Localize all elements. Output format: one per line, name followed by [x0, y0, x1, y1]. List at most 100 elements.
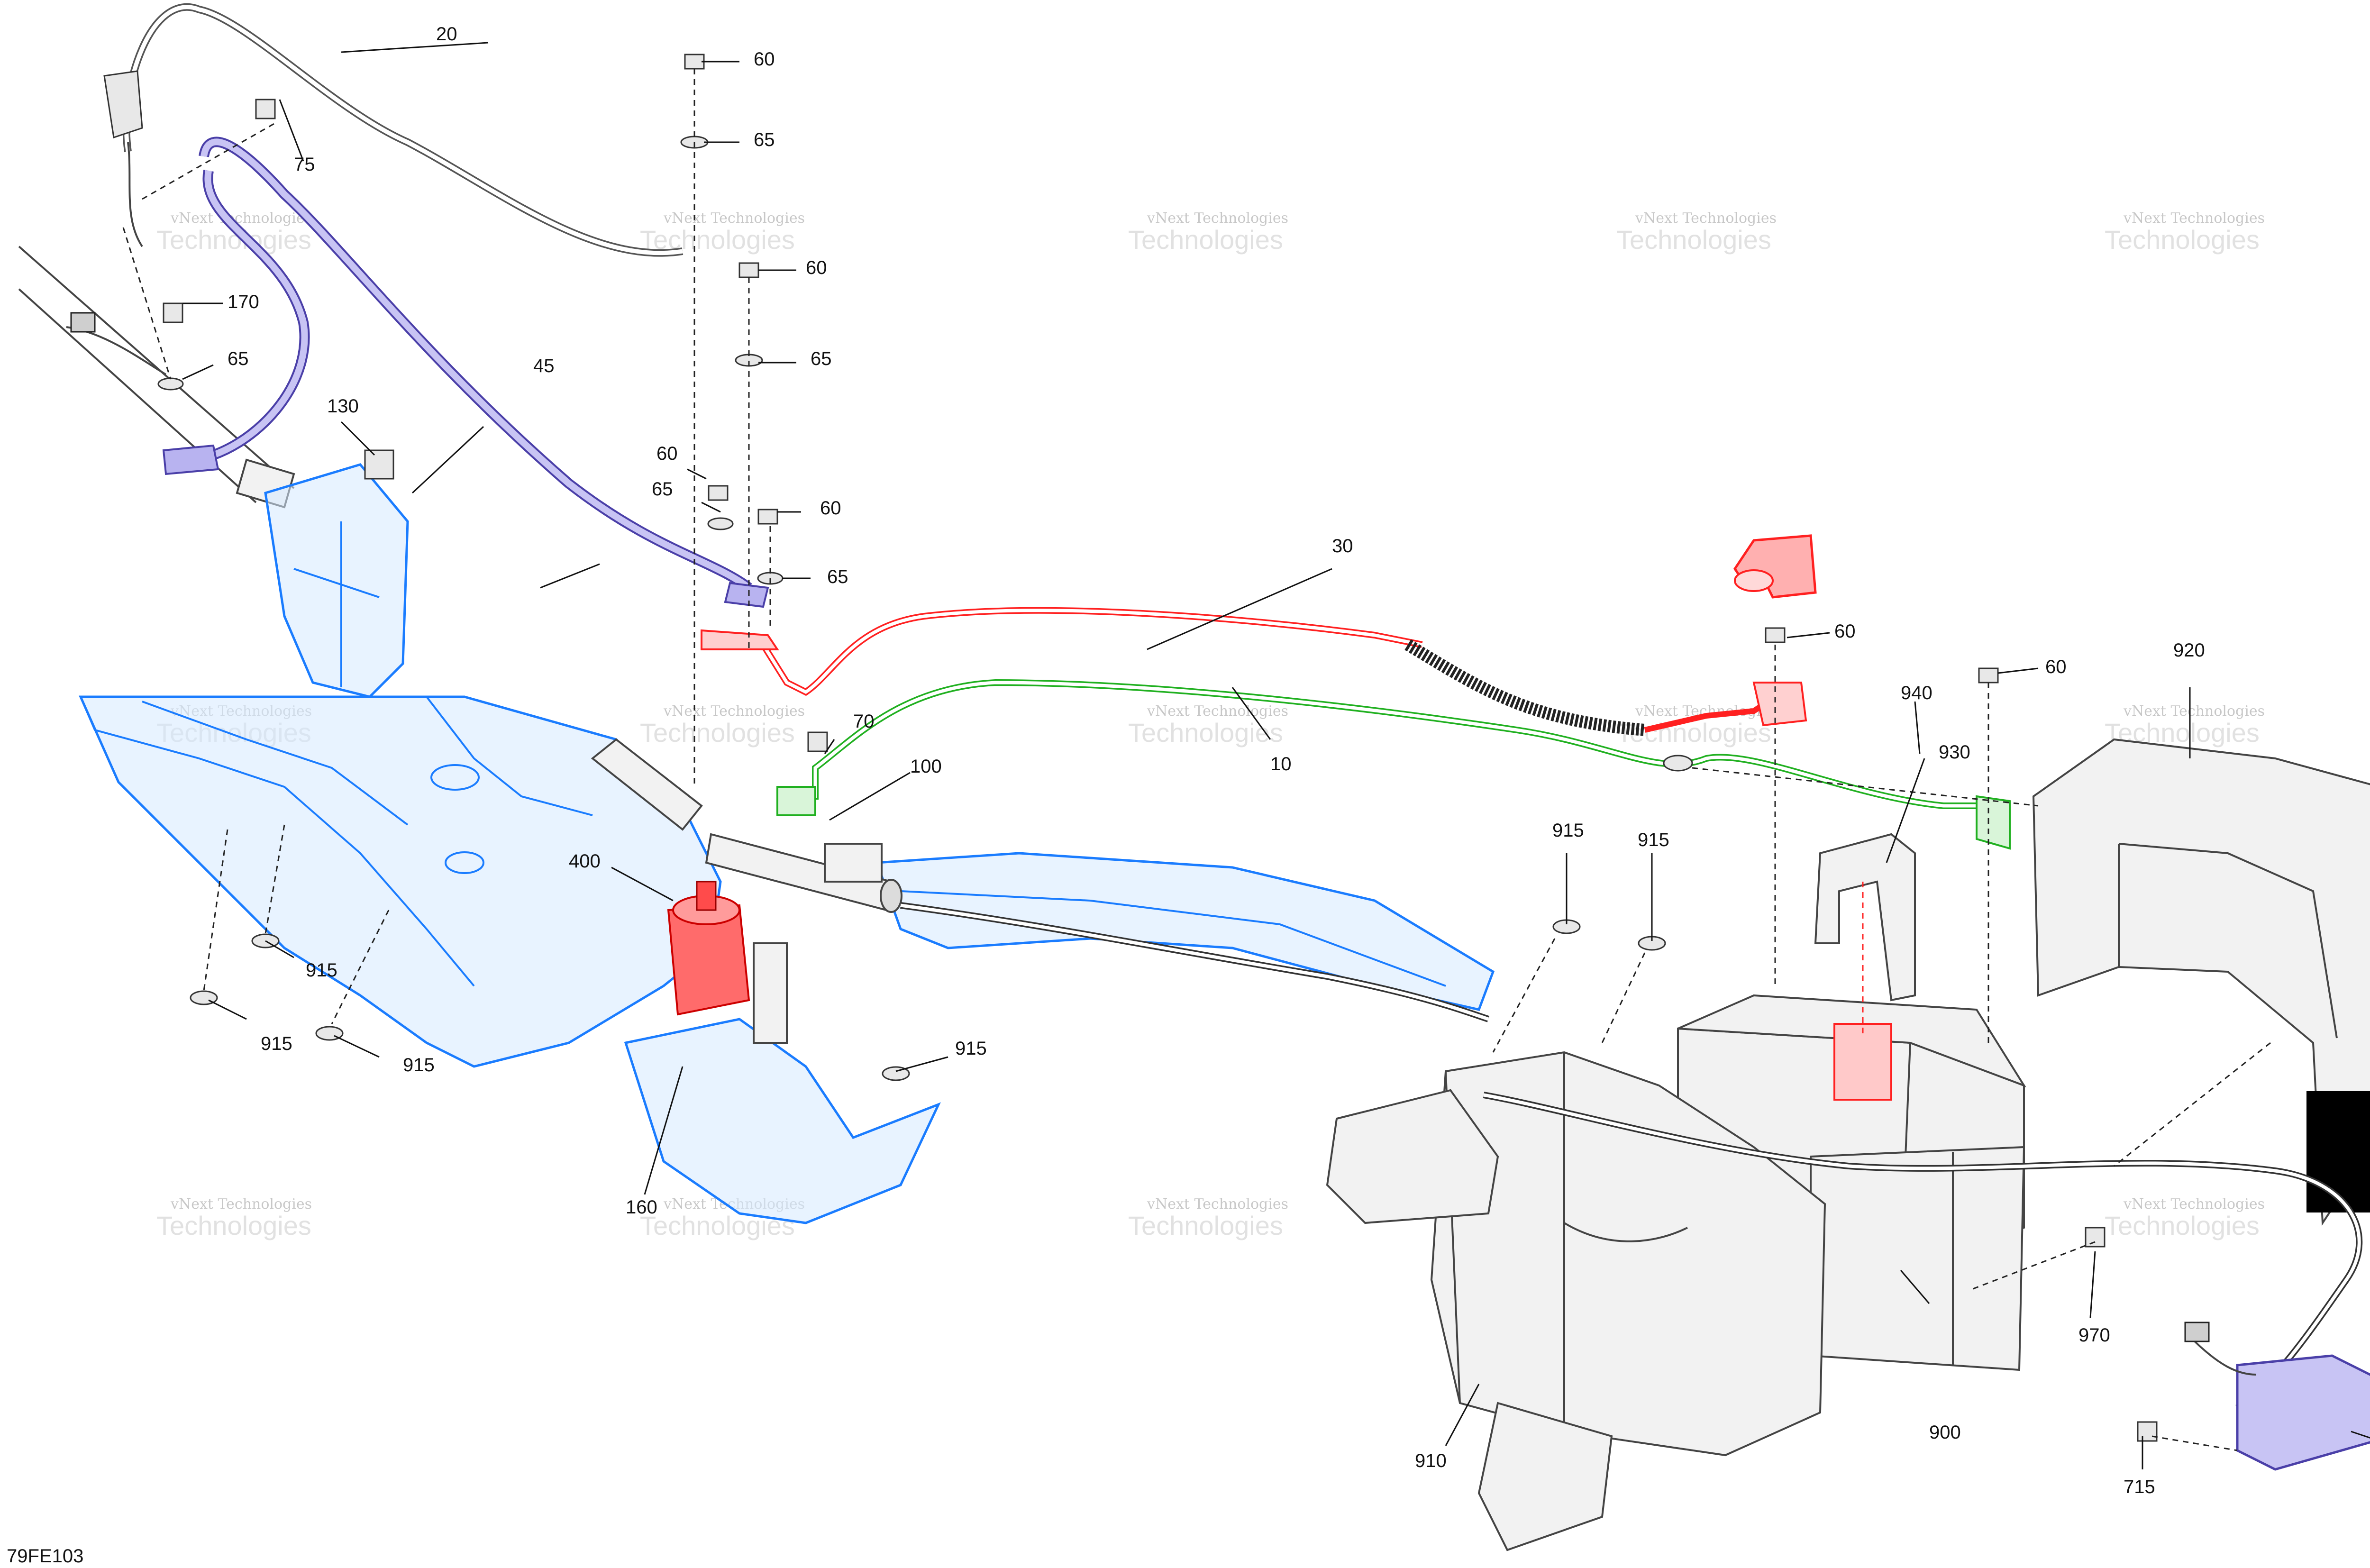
callout-60-d: 60 — [820, 498, 841, 519]
battery-tray-910 — [1326, 1051, 1826, 1551]
washer-65-c — [707, 517, 734, 530]
callout-10: 10 — [1270, 754, 1292, 775]
svg-text:vNext Technologies: vNext Technologies — [170, 1196, 312, 1212]
callout-915-e: 915 — [403, 1055, 435, 1076]
cable-10-lug-left — [776, 786, 816, 816]
svg-text:vNext Technologies: vNext Technologies — [1147, 210, 1288, 227]
tube-assembly — [18, 246, 295, 509]
callout-715: 715 — [2124, 1477, 2155, 1497]
callout-130: 130 — [327, 396, 359, 417]
cable-20-end-connector — [103, 70, 143, 247]
leader-lines — [182, 42, 2370, 1469]
nut-60-a — [684, 54, 705, 70]
svg-text:Technologies: Technologies — [1128, 718, 1283, 748]
callout-900: 900 — [1929, 1422, 1961, 1443]
callout-65-d: 65 — [827, 566, 848, 587]
svg-text:vNext Technologies: vNext Technologies — [663, 703, 805, 720]
cable-45-lug-bottom — [162, 444, 219, 475]
nut-60-c — [708, 485, 729, 501]
callout-915-a: 915 — [1552, 820, 1584, 841]
callout-60-c: 60 — [656, 443, 678, 464]
svg-text:vNext Technologies: vNext Technologies — [1147, 703, 1288, 720]
callout-160: 160 — [626, 1197, 657, 1218]
screw-715 — [2137, 1421, 2158, 1442]
svg-text:vNext Technologies: vNext Technologies — [1635, 210, 1777, 227]
cable-10-lug-right — [1976, 795, 2011, 850]
pushpin-915-f — [882, 1066, 910, 1081]
module-710 — [2184, 1322, 2370, 1471]
hardware — [157, 54, 2158, 1442]
pushpin-940-a — [1663, 755, 1693, 772]
callout-940-a: 940 — [1901, 683, 1932, 703]
cable-45-lug-right — [724, 582, 769, 608]
callout-65-a: 65 — [754, 129, 775, 150]
svg-text:Technologies: Technologies — [1616, 718, 1771, 748]
callout-915-c: 915 — [306, 960, 337, 981]
callout-60-a: 60 — [754, 49, 775, 70]
terminal-cover-red — [1733, 534, 1817, 599]
callout-915-b: 915 — [1638, 830, 1669, 850]
nut-60-f — [1978, 667, 1999, 684]
callout-920: 920 — [2173, 640, 2205, 661]
solenoid-400 — [667, 881, 750, 1016]
screw-970 — [2085, 1227, 2106, 1248]
callout-65-e: 65 — [228, 348, 249, 369]
callout-20: 20 — [436, 24, 457, 45]
callout-60-b: 60 — [806, 257, 827, 278]
callout-915-d: 915 — [261, 1033, 292, 1054]
cable-30-lug-left — [701, 629, 779, 650]
svg-text:Technologies: Technologies — [1616, 225, 1771, 255]
svg-text:vNext Technologies: vNext Technologies — [2123, 703, 2265, 720]
cable-10 — [777, 679, 2000, 809]
nut-60-e — [1765, 627, 1786, 643]
callout-45: 45 — [533, 356, 555, 376]
callout-170: 170 — [228, 292, 259, 312]
callout-100: 100 — [910, 756, 942, 777]
assembly-lines — [122, 69, 2271, 1451]
cable-30-terminal — [1752, 682, 1807, 727]
svg-text:Technologies: Technologies — [2105, 1211, 2260, 1240]
clip-130 — [364, 449, 394, 480]
callout-910: 910 — [1415, 1450, 1447, 1471]
svg-text:Technologies: Technologies — [640, 718, 795, 748]
strap-red-highlight — [1833, 1023, 1892, 1101]
callout-65-b: 65 — [811, 348, 832, 369]
svg-text:vNext Technologies: vNext Technologies — [2123, 210, 2265, 227]
svg-text:vNext Technologies: vNext Technologies — [2123, 1196, 2265, 1212]
cable-30 — [706, 607, 1423, 696]
callout-65-c: 65 — [652, 479, 673, 500]
callout-60-f: 60 — [2045, 656, 2067, 677]
callout-30: 30 — [1332, 536, 1353, 556]
callout-70: 70 — [853, 711, 875, 732]
bolt-170 — [163, 302, 183, 323]
callout-915-f: 915 — [955, 1038, 987, 1059]
clip-75 — [255, 99, 276, 119]
drawing-code: 79FE103 — [7, 1546, 83, 1567]
redacted-box — [2306, 1091, 2370, 1212]
callout-labels: 20 45 30 10 60 65 60 65 60 65 60 65 70 1… — [228, 24, 2205, 1497]
svg-text:Technologies: Technologies — [1128, 225, 1283, 255]
bolt-70 — [807, 731, 828, 752]
svg-text:Technologies: Technologies — [1128, 1211, 1283, 1240]
callout-970: 970 — [2078, 1325, 2110, 1346]
callout-400: 400 — [569, 851, 601, 872]
svg-text:vNext Technologies: vNext Technologies — [663, 210, 805, 227]
nut-60-b — [738, 262, 759, 278]
callout-75: 75 — [294, 154, 315, 175]
component-cylinder — [591, 738, 902, 1044]
svg-text:Technologies: Technologies — [2105, 225, 2260, 255]
svg-text:Technologies: Technologies — [156, 1211, 311, 1240]
washer-65-e — [157, 377, 184, 391]
callout-60-e: 60 — [1834, 621, 1856, 642]
